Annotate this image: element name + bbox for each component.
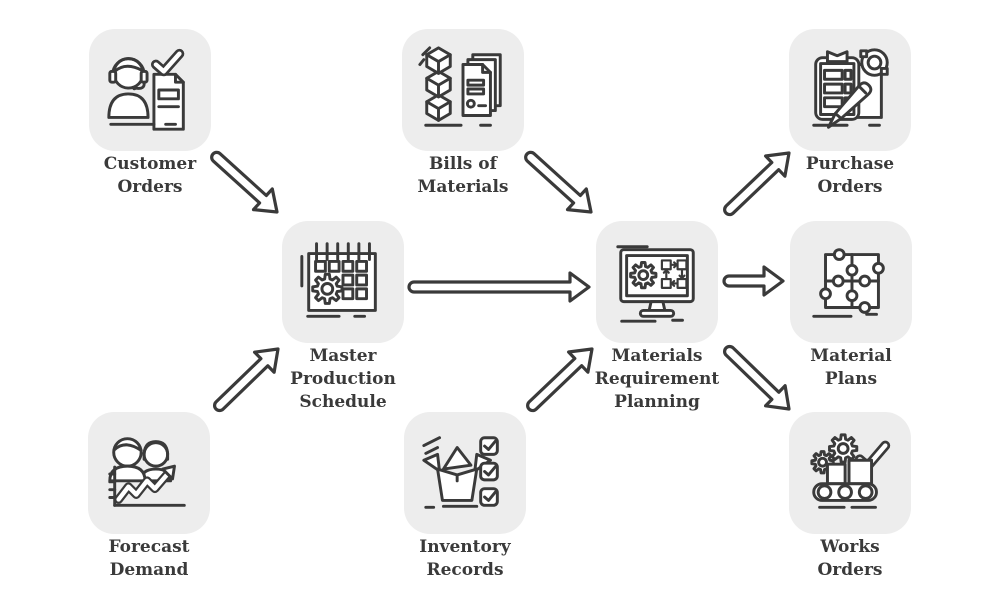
node-materials-requirement-planning: Materials Requirement Planning [557, 221, 757, 414]
works-orders-label: Works Orders [817, 537, 883, 580]
master-production-schedule-label: Master Production Schedule [290, 346, 396, 412]
headset-agent-document-check-icon [107, 48, 185, 131]
materials-requirement-planning-label: Materials Requirement Planning [594, 346, 720, 412]
materials-requirement-planning-tile [596, 221, 718, 343]
calendar-gear-icon [300, 242, 377, 318]
customer-orders-tile [89, 29, 211, 151]
works-orders-tile [789, 412, 911, 534]
node-forecast-demand: Forecast Demand [49, 412, 249, 582]
node-inventory-records: Inventory Records [365, 412, 565, 582]
bills-of-materials-tile [402, 29, 524, 151]
purchase-orders-tile [789, 29, 911, 151]
material-plans-tile [790, 221, 912, 343]
node-bills-of-materials: Bills of Materials [363, 29, 563, 199]
stacked-cubes-documents-icon [418, 46, 502, 127]
monitor-gear-flowchart-icon [616, 245, 695, 323]
purchase-orders-label: Purchase Orders [805, 154, 895, 197]
bills-of-materials-label: Bills of Materials [417, 154, 509, 197]
master-production-schedule-tile [282, 221, 404, 343]
material-plans-label: Material Plans [810, 346, 892, 389]
node-customer-orders: Customer Orders [50, 29, 250, 199]
node-master-production-schedule: Master Production Schedule [243, 221, 443, 414]
node-material-plans: Material Plans [751, 221, 951, 391]
people-trend-arrow-chart-icon [108, 437, 186, 507]
node-purchase-orders: Purchase Orders [750, 29, 950, 199]
forecast-demand-label: Forecast Demand [108, 537, 190, 580]
customer-orders-label: Customer Orders [103, 154, 197, 197]
node-works-orders: Works Orders [750, 412, 950, 582]
inventory-records-label: Inventory Records [419, 537, 511, 580]
forecast-demand-tile [88, 412, 210, 534]
inventory-records-tile [404, 412, 526, 534]
clipboard-checklist-pen-icon [812, 48, 889, 129]
open-box-checklist-icon [422, 436, 499, 509]
puzzle-pieces-icon [812, 248, 885, 318]
gears-conveyor-check-icon [810, 433, 891, 509]
